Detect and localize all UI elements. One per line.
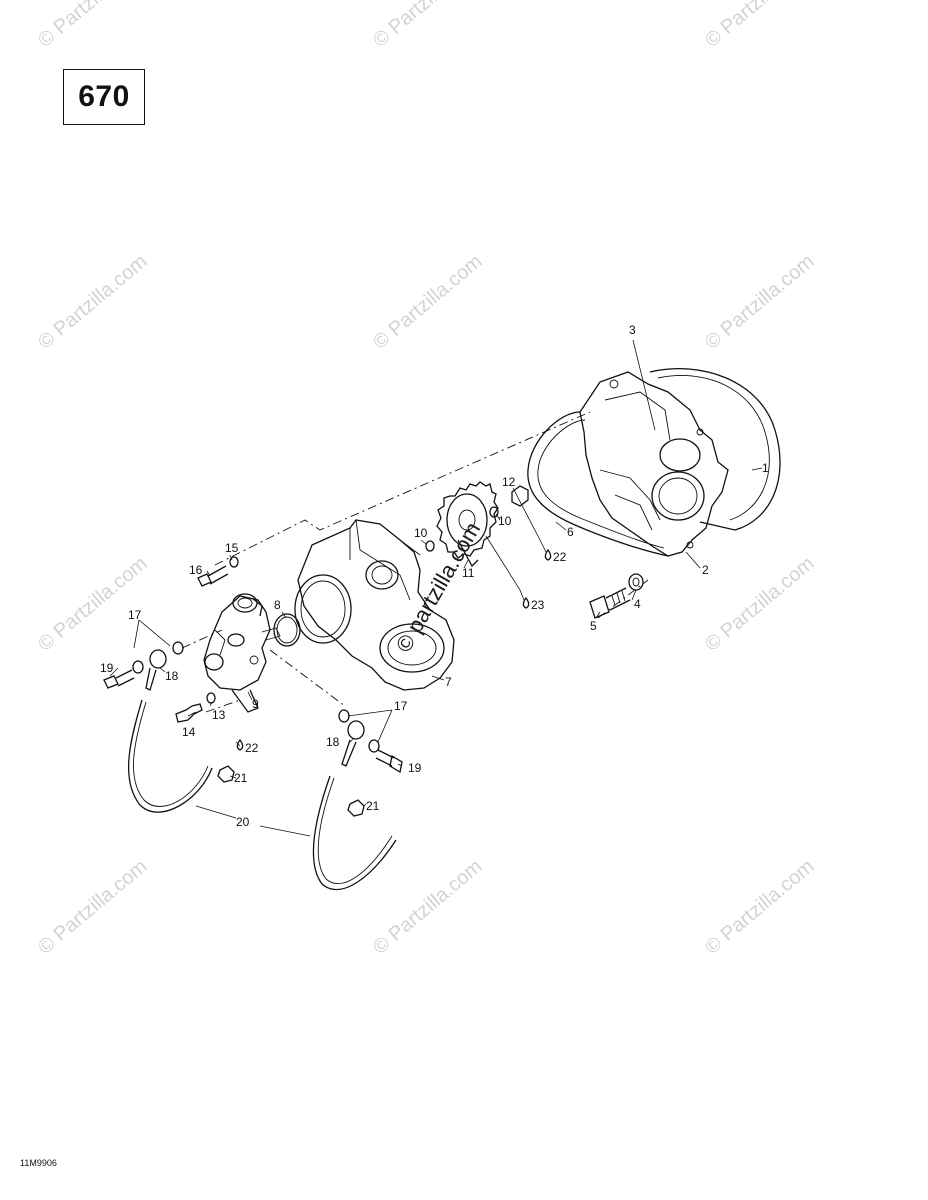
callout-labels: 1 2 3 4 5 6 7 8 9 10 10 11 12 13 14 15 1… [100,323,769,829]
watermark-text: © Partzilla.com [369,855,486,958]
callout-18: 18 [326,735,340,749]
watermark-text: © Partzilla.com [701,0,818,52]
callout-9: 9 [252,697,259,711]
watermark-text: © Partzilla.com [34,0,151,52]
watermark-text: © Partzilla.com [34,552,151,655]
callout-3: 3 [629,323,636,337]
callout-21: 21 [234,771,248,785]
callout-10: 10 [414,526,428,540]
callout-19: 19 [408,761,422,775]
part-2-valve-housing [579,371,729,557]
watermark-text: © Partzilla.com [369,0,486,52]
callout-18: 18 [165,669,179,683]
part-8-o-ring [273,613,301,647]
watermark-text: © Partzilla.com [34,855,151,958]
callout-6: 6 [567,525,574,539]
part-1-cover-plate [649,368,781,531]
diagram-code: 11M9906 [20,1158,57,1168]
callout-17: 17 [128,608,142,622]
assembly-axis-lines [181,411,649,713]
callout-10: 10 [498,514,512,528]
callout-20: 20 [236,815,250,829]
callout-12: 12 [502,475,516,489]
callout-22: 22 [245,741,259,755]
callout-8: 8 [274,598,281,612]
part-16-screw [197,565,229,587]
part-13-washer [206,692,216,704]
part-22-drop-icon [236,738,244,751]
part-6-gasket [527,411,669,557]
watermark-layer: © Partzilla.com © Partzilla.com © Partzi… [34,0,818,959]
callout-4: 4 [634,597,641,611]
watermark-text: © Partzilla.com [701,855,818,958]
callout-1: 1 [762,461,769,475]
part-19-banjo-bolt-left [103,669,135,689]
callout-11: 11 [462,566,475,580]
engine-model-label: 670 [78,80,130,113]
part-10-washer [425,540,435,552]
part-14-screw [175,703,203,723]
part-23-drop-icon [522,596,530,609]
callout-19: 19 [100,661,114,675]
part-17-washers-right [338,709,380,753]
engine-model-box: 670 [63,69,145,125]
callout-13: 13 [212,708,226,722]
callout-23: 23 [531,598,545,612]
callout-2: 2 [702,563,709,577]
callout-7: 7 [445,675,452,689]
callout-22: 22 [553,550,567,564]
callout-15: 15 [225,541,239,555]
part-7-pump-housing [294,519,455,691]
callout-16: 16 [189,563,203,577]
callout-17: 17 [394,699,408,713]
part-12-nut [511,485,529,507]
part-5-screw [589,587,631,619]
watermark-text: © Partzilla.com [369,250,486,353]
part-18-banjo-left [145,649,167,691]
part-19-banjo-bolt-right [375,749,403,774]
part-22-drop-icon [544,548,552,561]
part-4-washer [628,573,644,591]
callout-14: 14 [182,725,196,739]
part-21-clamp [347,799,365,817]
leader-lines [109,467,763,837]
part-9-oil-pump [203,593,281,713]
callout-21: 21 [366,799,380,813]
watermark-text: © Partzilla.com [701,250,818,353]
part-10-washer [489,506,499,518]
part-21-clamp [217,765,235,783]
part-18-banjo-right [341,720,365,767]
part-11-gear [436,481,499,568]
watermark-text: © Partzilla.com [701,552,818,655]
part-20-oil-lines [128,699,397,891]
part-17-washers-left [132,641,184,674]
part-15-washer [229,556,239,568]
callout-5: 5 [590,619,597,633]
watermark-text: © Partzilla.com [34,250,151,353]
